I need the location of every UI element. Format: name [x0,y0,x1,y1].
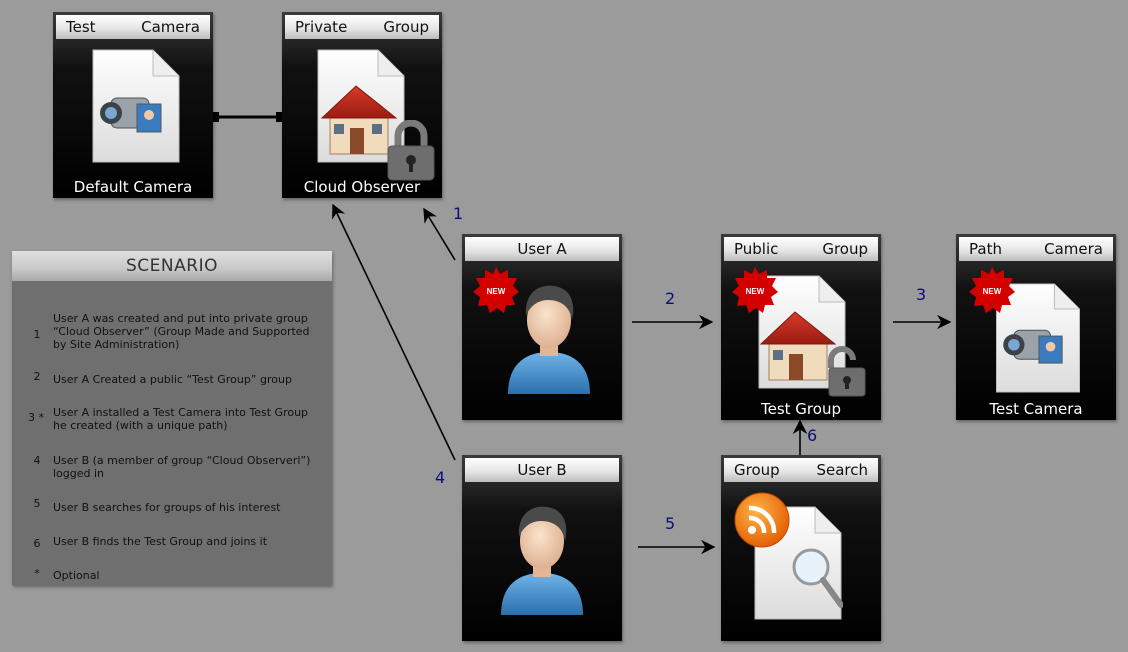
step-text: User B finds the Test Group and joins it [53,535,268,548]
header-left: Private [295,18,348,36]
header-left: Public [734,240,779,258]
step-number: 1 [33,328,41,341]
house-document-icon [758,275,846,389]
camera-document-icon [996,283,1080,393]
card-header: Group Search [724,458,878,482]
header-right: Group [383,18,429,36]
header-left: Path [969,240,1002,258]
header-right: Search [816,461,868,479]
header-left: Test [66,18,96,36]
step-number: 2 [33,370,41,383]
step-number: 3 * [28,411,44,424]
step-number: 4 [33,454,41,467]
user-icon [501,506,583,615]
card-header: Test Camera [56,15,210,39]
card-header: Private Group [285,15,439,39]
step-number: * [34,567,40,580]
unlocked-lock-icon [828,346,866,397]
scenario-panel: SCENARIO 1 User A was created and put in… [12,251,332,585]
header-left: Group [734,461,780,479]
badge-text: NEW [983,287,1002,296]
arrow-label-1: 1 [453,204,464,223]
arrow-label-6: 6 [807,426,818,445]
rss-icon [734,492,790,548]
user-b-card[interactable]: User B [462,455,622,641]
step-text: User A installed a Test Camera into Test… [53,406,309,432]
step-number: 5 [33,497,41,510]
step-number: 6 [33,537,41,550]
card-caption: Test Group [761,400,841,418]
arrow-label-3: 3 [916,285,927,304]
card-caption: Default Camera [73,178,193,196]
step-text: User A Created a public “Test Group” gro… [53,373,292,386]
header-right: Group [822,240,868,258]
step-text: User A was created and put into private … [53,312,310,351]
group-search-card[interactable]: Group Search [721,455,881,641]
user-icon [508,285,590,394]
user-a-card[interactable]: User A NEW [462,234,622,420]
header-title: User B [517,461,567,479]
header-right: Camera [141,18,200,36]
arrow-label-5: 5 [665,514,676,533]
badge-text: NEW [746,287,765,296]
header-right: Camera [1044,240,1103,258]
card-caption: Test Camera [989,400,1083,418]
new-badge-icon: NEW [732,267,778,313]
lock-icon [387,120,435,181]
arrow-4 [332,203,456,461]
test-camera-card[interactable]: Test Camera Default Camera [53,12,213,198]
step-text: User B (a member of group “Cloud Observe… [53,454,311,480]
card-caption: Cloud Observer [303,178,421,196]
card-header: Public Group [724,237,878,261]
card-header: User A [465,237,619,261]
card-header: User B [465,458,619,482]
arrow-label-4: 4 [435,468,446,487]
new-badge-icon: NEW [969,267,1015,313]
card-header: Path Camera [959,237,1113,261]
badge-text: NEW [487,287,506,296]
camera-group-link [209,112,286,122]
new-badge-icon: NEW [473,267,519,313]
camera-document-icon [92,49,180,163]
house-document-icon [317,49,405,163]
arrow-1 [423,207,456,261]
scenario-title: SCENARIO [12,251,332,281]
public-group-card[interactable]: Public Group NEW Test Group [721,234,881,420]
header-title: User A [517,240,567,258]
path-camera-card[interactable]: Path Camera NEW Test Camera [956,234,1116,420]
step-text: User B searches for groups of his intere… [53,501,281,514]
private-group-card[interactable]: Private Group Cloud Observer [282,12,442,198]
arrow-label-2: 2 [665,289,676,308]
step-text: Optional [53,569,100,582]
